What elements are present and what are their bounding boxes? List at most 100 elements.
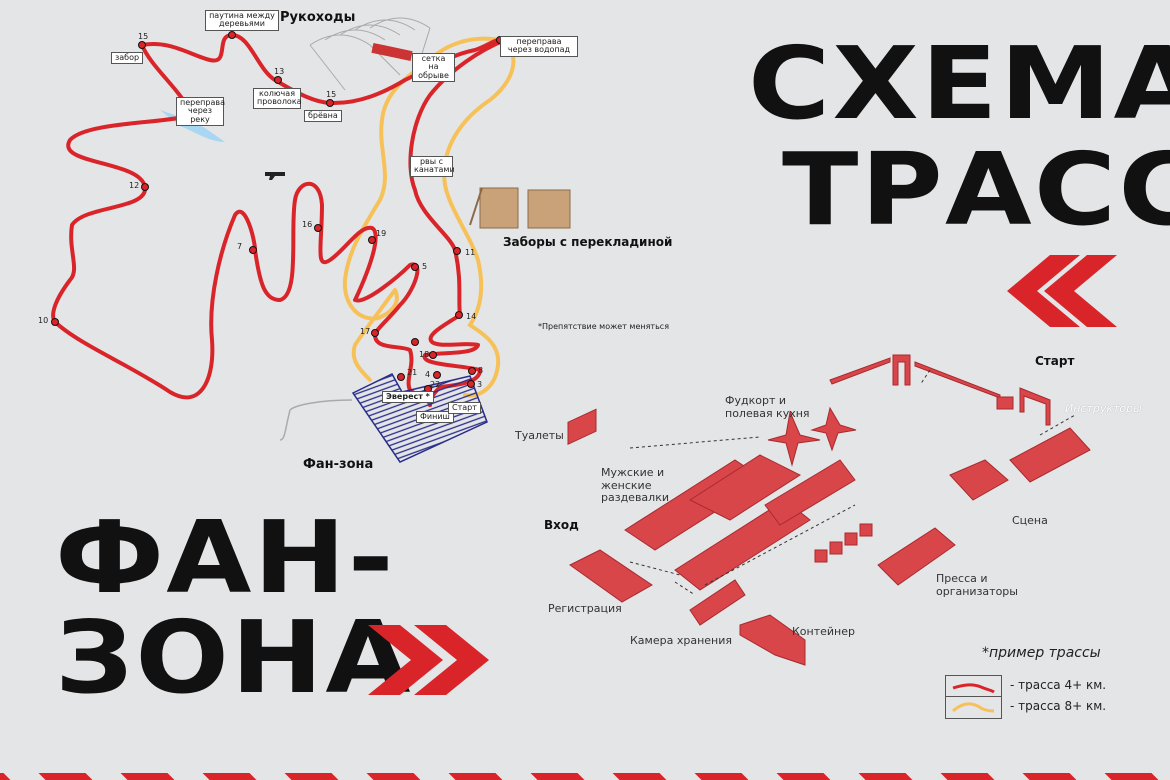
legend-item-4km: - трасса 4+ км. (1010, 678, 1107, 692)
changing-room-tent (764, 459, 856, 526)
checkpoint-number: 7 (237, 242, 243, 251)
chevron-right-icon (368, 625, 489, 695)
checkpoint-markers (51, 31, 504, 393)
checkpoint-number: 13 (274, 67, 285, 76)
foodcourt-label: Фудкорт и полевая кухня (725, 394, 810, 420)
container (739, 614, 806, 666)
start-arch (892, 354, 911, 386)
walkway (279, 399, 353, 441)
fan-zone-label: Фан-зона (303, 457, 374, 472)
changing-room-tent (674, 499, 811, 591)
checkpoint-number: 10 (38, 316, 49, 325)
stripe-segment (858, 773, 913, 780)
entrance-label: Вход (544, 518, 579, 532)
monkey-bars-illustration (309, 17, 431, 91)
walking-arrows (629, 369, 1076, 596)
stripe-segment (38, 773, 93, 780)
legend-item-8km: - трасса 8+ км. (1010, 699, 1107, 713)
start-label: Старт (448, 402, 481, 415)
storage-label: Камера хранения (630, 634, 732, 647)
heading-fences: Заборы с перекладиной (503, 235, 673, 249)
legend-title: *пример трассы (982, 645, 1101, 661)
title-line-2: ТРАСС (782, 131, 1170, 248)
stage (949, 459, 1009, 501)
fan-zone-title-line-2: ЗОНА (55, 599, 413, 716)
obstacle-label: забор (111, 52, 144, 65)
checkpoint-number: 5 (422, 262, 428, 271)
cube-tent (814, 549, 828, 563)
title-line-1: СХЕМА (748, 25, 1170, 142)
obstacle-label: рвы с канатами (410, 156, 455, 177)
legend-swatch-4km (946, 676, 1001, 697)
stripe-segment (612, 773, 667, 780)
stage-label: Сцена (1012, 514, 1048, 527)
toilets-label: Туалеты (515, 429, 564, 442)
rifle-icon (265, 172, 285, 180)
registration-tent (569, 549, 653, 603)
obstacle-label: переправа через реку (176, 97, 225, 127)
fence (914, 361, 1001, 399)
route-8km-east (442, 43, 516, 398)
route-4km-west (51, 43, 432, 407)
checkpoint-number: 3 (477, 380, 483, 389)
stripe-segment (940, 773, 995, 780)
stripe-segment (366, 773, 421, 780)
checkpoint-number: 11 (465, 248, 476, 257)
checkpoint-number: 4 (425, 370, 431, 379)
container-label: Контейнер (792, 625, 855, 638)
cube-tent (844, 532, 858, 546)
finish-label: Финиш (416, 411, 454, 424)
obstacle-label: сетка на обрыве (412, 53, 455, 83)
stripe-segment (530, 773, 585, 780)
foodcourt-tent (810, 406, 857, 452)
checkpoint-number: 12 (129, 181, 140, 190)
storage-tent (689, 579, 746, 626)
obstacle-label: паутина между деревьями (205, 10, 279, 31)
obstacle-label: брёвна (304, 110, 342, 123)
legend-swatch-8km (946, 697, 1001, 717)
tent (996, 396, 1014, 410)
stripe-segment (776, 773, 831, 780)
route-4km (140, 33, 507, 407)
press-label: Пресса и организаторы (936, 572, 1018, 598)
fence (829, 357, 891, 385)
checkpoint-number: 22 (430, 380, 441, 389)
stripe-segment (694, 773, 749, 780)
cube-tent (829, 541, 843, 555)
checkpoint-number: 19 (376, 229, 387, 238)
start-gate (1019, 387, 1051, 426)
checkpoint-number: 17 (360, 327, 371, 336)
foodcourt-tent (767, 410, 821, 467)
fan-zone-title-line-1: ФАН- (55, 499, 396, 616)
heading-rukohody: Рукоходы (280, 10, 356, 25)
stripe-segment (284, 773, 339, 780)
checkpoint-number: 14 (466, 312, 477, 321)
obstacle-label: колючая проволока (253, 88, 302, 109)
chevron-left-icon (1007, 255, 1117, 327)
changing-room-tent (688, 454, 802, 521)
checkpoint-number: 18 (419, 350, 430, 359)
stripe-segment (448, 773, 503, 780)
stripe-segment (0, 773, 11, 780)
stripe-segment (202, 773, 257, 780)
obstacle-note: *Препятствие может меняться (538, 322, 670, 331)
registration-label: Регистрация (548, 602, 622, 615)
changing-rooms-label: Мужские и женские раздевалки (601, 466, 669, 505)
checkpoint-number: 16 (302, 220, 313, 229)
site-start-label: Старт (1035, 354, 1075, 368)
legend-box (945, 675, 1002, 719)
press-tent (877, 527, 956, 586)
stripe-segment (1104, 773, 1159, 780)
cube-tent (859, 523, 873, 537)
fences-illustration (469, 187, 571, 229)
stripe-segment (1022, 773, 1077, 780)
site-plan (567, 354, 1091, 666)
checkpoint-number: 15 (138, 32, 149, 41)
instructors-label: Инструкторы (1065, 402, 1142, 415)
obstacle-label: Эверест * (382, 391, 434, 404)
stripe-segment (120, 773, 175, 780)
checkpoint-number: 15 (326, 90, 337, 99)
checkpoint-number: 8 (478, 366, 484, 375)
instructors-tent (1009, 427, 1091, 483)
obstacle-label: переправа через водопад (500, 36, 578, 57)
